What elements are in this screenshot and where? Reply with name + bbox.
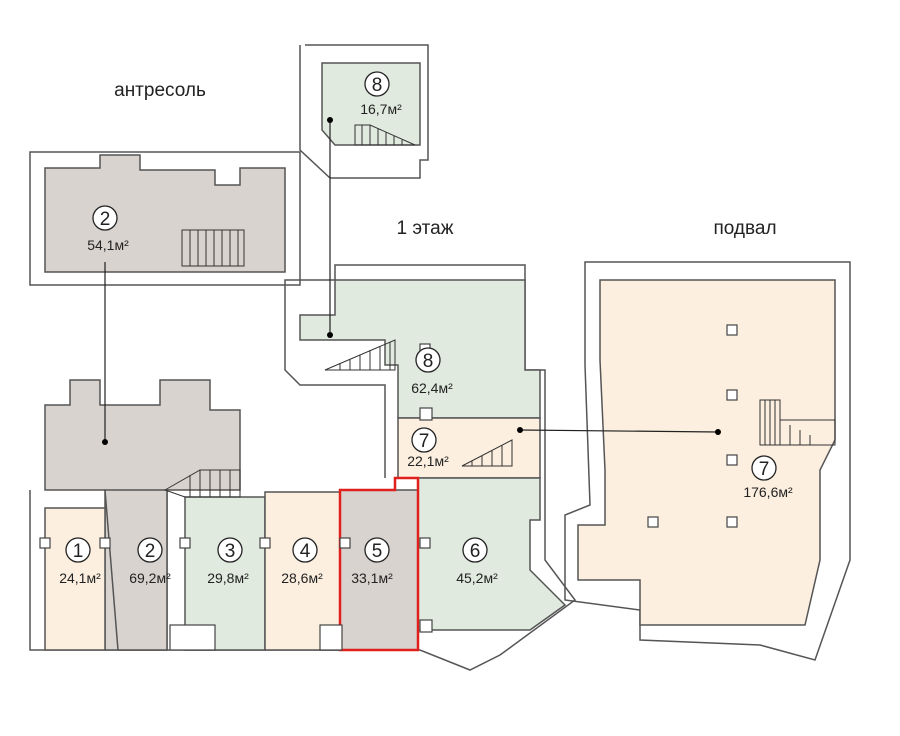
- first-floor-plan: 1 24,1м² 2 69,2м² 3 29,8м² 4 28,6м² 5 33…: [29, 264, 577, 671]
- upper-plan: 8 16,7м²: [299, 44, 429, 179]
- room-area: 45,2м²: [456, 570, 498, 586]
- room-number: 1: [73, 541, 84, 562]
- room-number: 7: [759, 459, 770, 480]
- mezzanine-title: антресоль: [114, 80, 206, 101]
- first-floor-title: 1 этаж: [397, 218, 454, 239]
- room-area: 69,2м²: [129, 570, 171, 586]
- room-area: 33,1м²: [351, 570, 393, 586]
- floor-connectors: [102, 117, 721, 445]
- room-number: 3: [225, 541, 236, 562]
- room-number: 2: [100, 209, 111, 230]
- basement-plan: 7 176,6м²: [564, 261, 851, 661]
- room-area: 176,6м²: [743, 484, 793, 500]
- room-number: 5: [372, 541, 383, 562]
- stair-icon: [181, 229, 245, 267]
- room-number: 8: [423, 351, 434, 372]
- basement-title: подвал: [713, 218, 776, 239]
- room-area: 16,7м²: [360, 101, 402, 117]
- room-area: 22,1м²: [407, 453, 449, 469]
- room-area: 54,1м²: [87, 237, 129, 253]
- room-number: 2: [145, 541, 156, 562]
- mezzanine-room-2[interactable]: [44, 154, 286, 273]
- room-number: 4: [300, 541, 311, 562]
- room-area: 24,1м²: [59, 570, 101, 586]
- room-number: 8: [372, 75, 383, 96]
- room-2[interactable]: [104, 489, 168, 651]
- room-area: 62,4м²: [411, 380, 453, 396]
- room-area: 28,6м²: [281, 570, 323, 586]
- room-1[interactable]: [44, 507, 106, 651]
- room-number: 7: [419, 431, 430, 452]
- room-number: 6: [470, 541, 481, 562]
- basement-room-7[interactable]: [577, 279, 836, 626]
- room-area: 29,8м²: [207, 570, 249, 586]
- mezzanine-plan: 2 54,1м²: [29, 151, 301, 286]
- room-6[interactable]: [417, 477, 567, 631]
